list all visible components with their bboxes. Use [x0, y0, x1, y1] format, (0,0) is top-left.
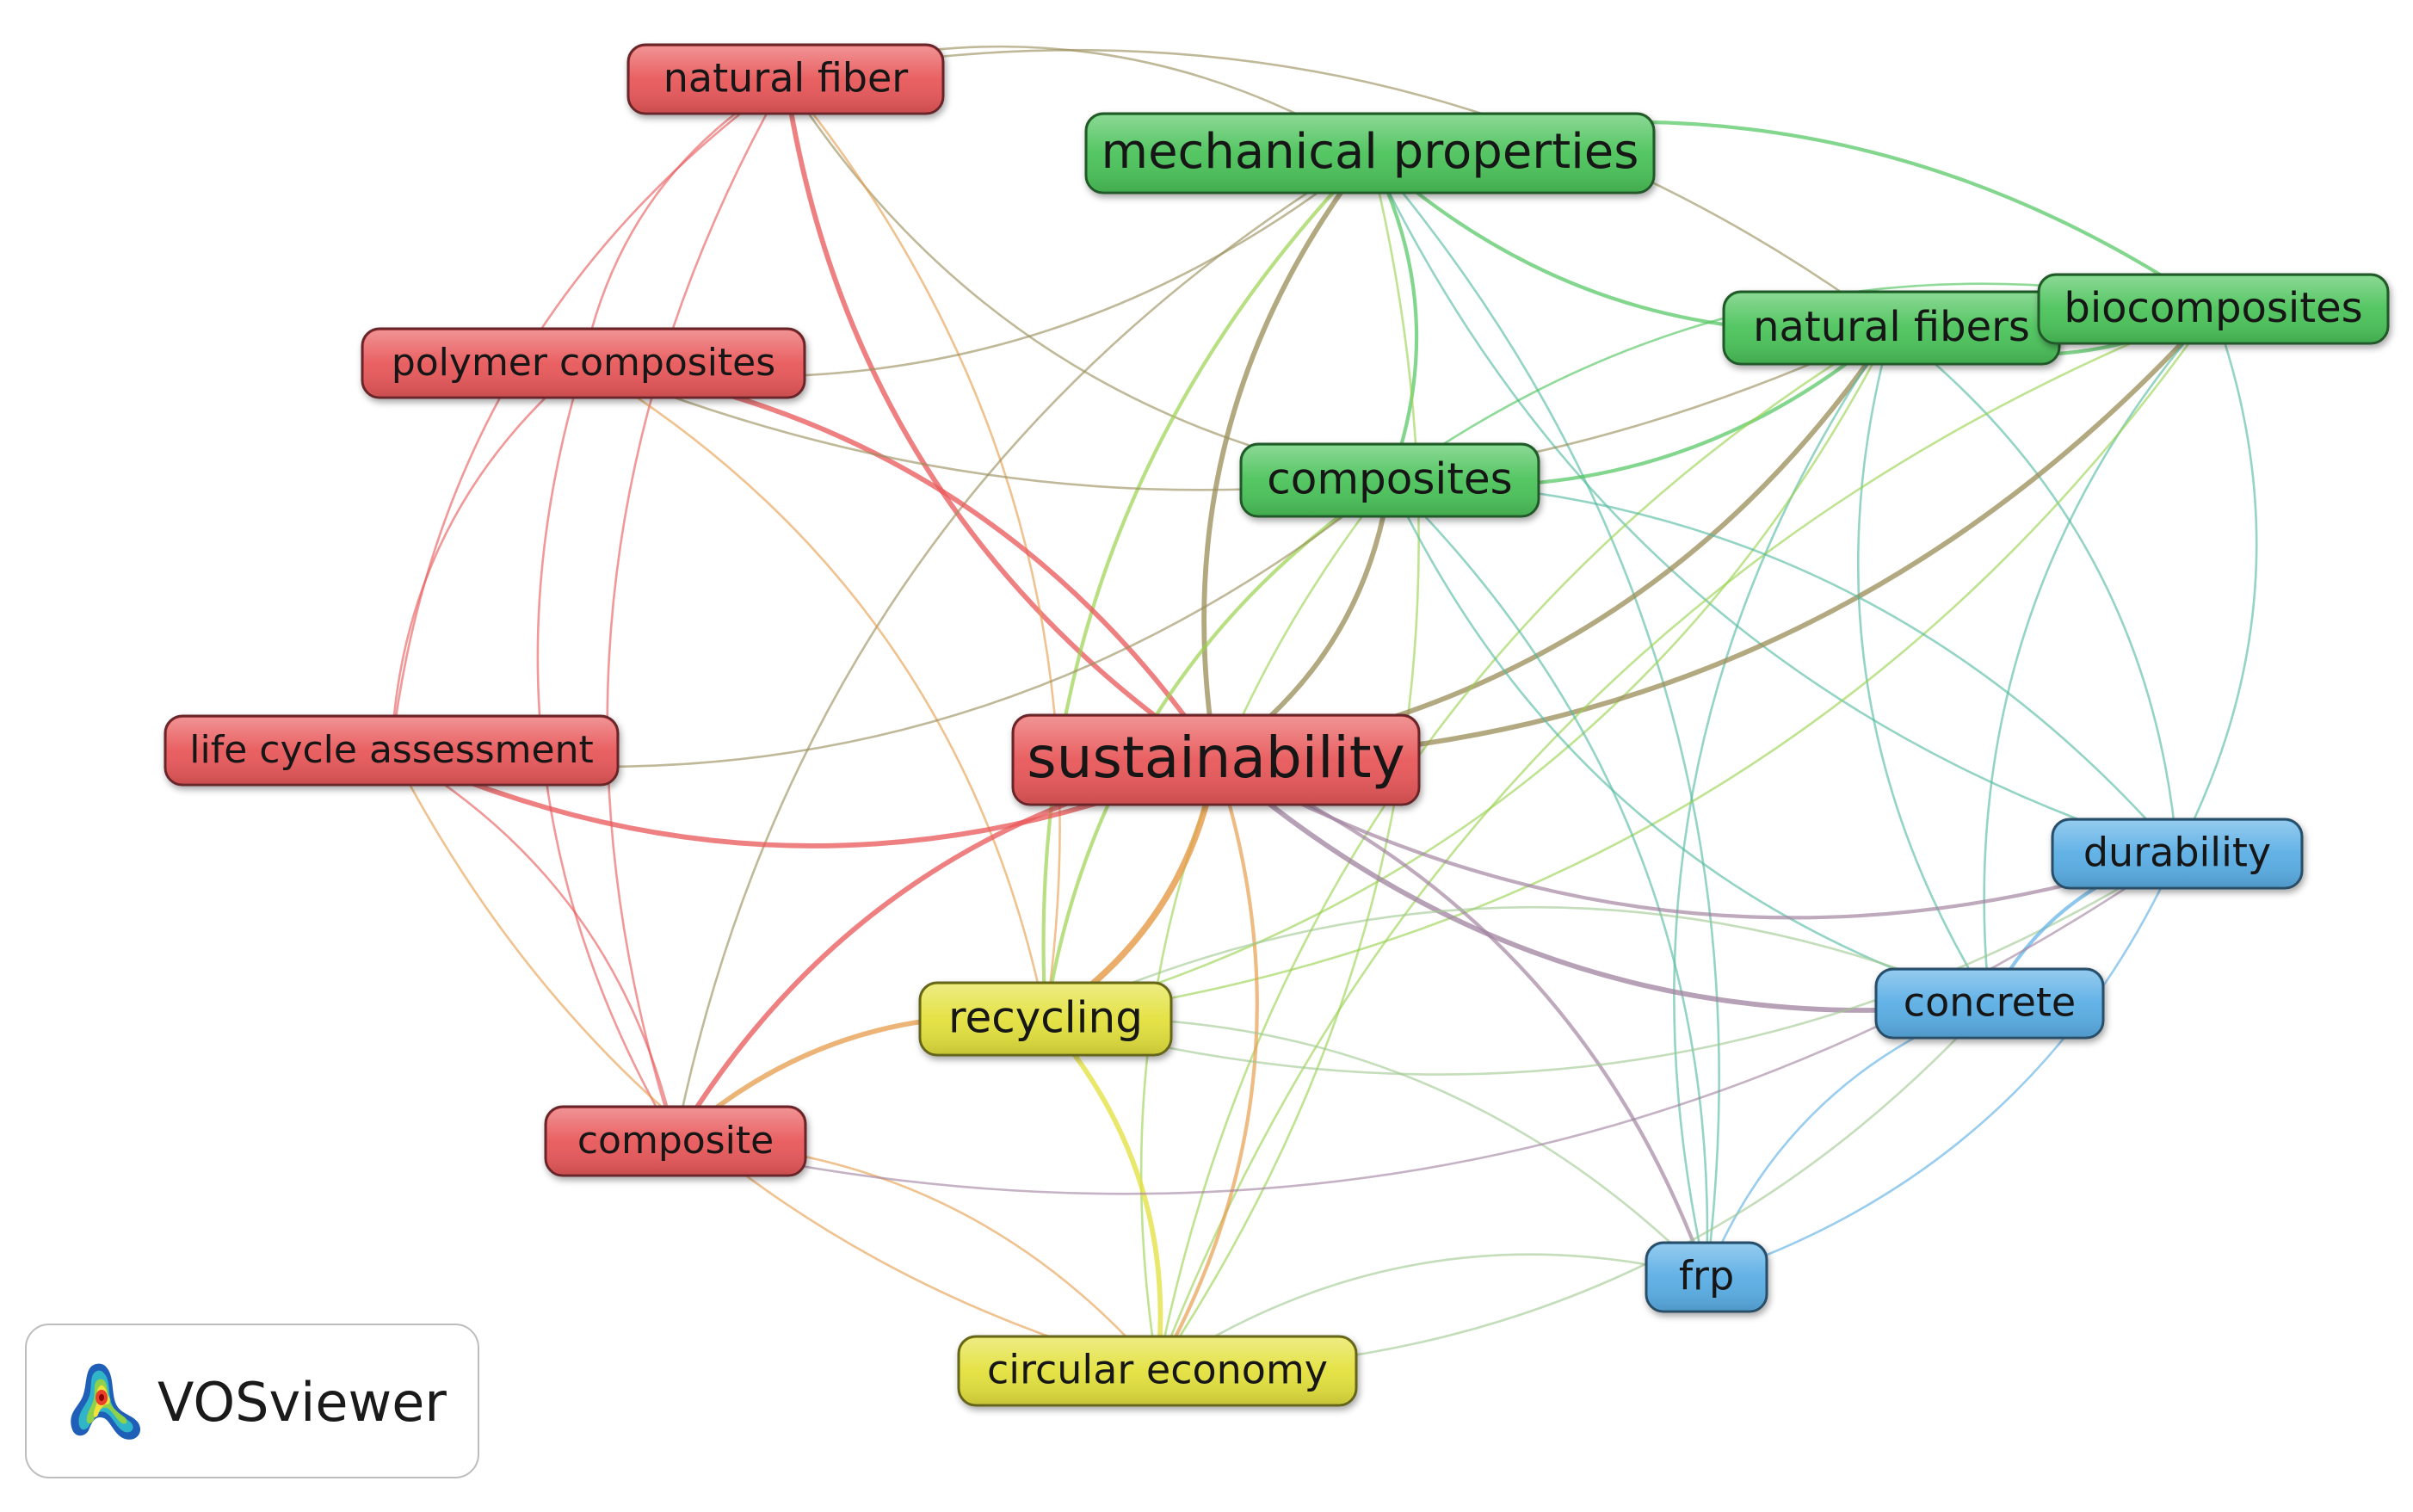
node-mechanical-properties-label: mechanical properties — [1102, 124, 1639, 180]
link-composites-frp[interactable] — [1388, 478, 1709, 1279]
link-composites-circular-economy[interactable] — [1139, 478, 1392, 1373]
link-polymer-composites-recycling[interactable] — [582, 361, 1047, 1021]
node-durability-label: durability — [2083, 830, 2271, 876]
link-sustainability-concrete[interactable] — [1213, 757, 1992, 1013]
node-natural-fiber-gloss — [630, 46, 941, 112]
link-natural-fibers-recycling[interactable] — [1044, 326, 1893, 1021]
vosviewer-logo-icon — [71, 1363, 141, 1440]
link-biocomposites-recycling[interactable] — [1044, 307, 2215, 1021]
node-composite-gloss — [547, 1108, 804, 1174]
nodes-layer: natural fiber mechanical properties polyme… — [164, 43, 2390, 1407]
node-composites-label: composites — [1267, 454, 1512, 504]
node-circular-economy-label: circular economy — [987, 1347, 1328, 1393]
node-polymer-composites[interactable]: polymer composites — [361, 327, 806, 399]
vosviewer-logo-box: VOSviewer — [25, 1324, 479, 1478]
link-recycling-circular-economy[interactable] — [1043, 1016, 1163, 1373]
link-natural-fibers-concrete[interactable] — [1856, 326, 1991, 1005]
link-recycling-frp[interactable] — [1044, 1016, 1708, 1279]
node-concrete-gloss — [1878, 971, 2101, 1036]
node-sustainability-label: sustainability — [1027, 725, 1404, 791]
node-recycling-gloss — [922, 984, 1169, 1053]
node-polymer-composites-label: polymer composites — [392, 341, 775, 385]
link-durability-frp[interactable] — [1705, 852, 2179, 1279]
link-circular-economy-frp[interactable] — [1156, 1253, 1708, 1373]
link-concrete-frp[interactable] — [1705, 1002, 1991, 1279]
node-composites-gloss — [1243, 446, 1537, 515]
link-natural-fiber-natural-fibers[interactable] — [784, 48, 1893, 330]
link-sustainability-composite[interactable] — [673, 757, 1219, 1144]
node-durability[interactable]: durability — [2051, 818, 2304, 890]
node-biocomposites-label: biocomposites — [2064, 284, 2362, 332]
node-frp-label: frp — [1679, 1253, 1734, 1299]
node-life-cycle-assessment-label: life cycle assessment — [189, 728, 594, 772]
node-natural-fiber[interactable]: natural fiber — [626, 43, 945, 115]
link-biocomposites-circular-economy[interactable] — [1156, 307, 2215, 1373]
link-recycling-concrete[interactable] — [1044, 905, 1991, 1021]
link-polymer-composites-life-cycle-assessment[interactable] — [390, 361, 585, 752]
link-natural-fibers-frp[interactable] — [1673, 326, 1893, 1279]
link-life-cycle-assessment-composite[interactable] — [390, 749, 677, 1143]
node-life-cycle-assessment[interactable]: life cycle assessment — [164, 714, 620, 787]
link-mechanical-properties-durability[interactable] — [1368, 151, 2179, 855]
node-recycling-label: recycling — [948, 993, 1143, 1043]
node-biocomposites[interactable]: biocomposites — [2037, 273, 2390, 345]
node-mechanical-properties[interactable]: mechanical properties — [1084, 112, 1656, 194]
link-natural-fiber-composite[interactable] — [606, 77, 787, 1143]
node-concrete-label: concrete — [1904, 979, 2076, 1026]
node-frp[interactable]: frp — [1645, 1241, 1768, 1313]
node-polymer-composites-gloss — [364, 330, 803, 396]
node-life-cycle-assessment-gloss — [167, 718, 616, 783]
link-biocomposites-concrete[interactable] — [1983, 307, 2215, 1005]
node-natural-fibers[interactable]: natural fibers — [1722, 290, 2061, 366]
link-mechanical-properties-sustainability[interactable] — [1201, 151, 1373, 762]
vosviewer-logo-text: VOSviewer — [157, 1371, 447, 1434]
link-sustainability-frp[interactable] — [1213, 757, 1709, 1280]
node-circular-economy[interactable]: circular economy — [957, 1335, 1358, 1407]
node-sustainability-gloss — [1015, 717, 1417, 803]
node-natural-fiber-label: natural fiber — [663, 55, 909, 102]
node-concrete[interactable]: concrete — [1874, 967, 2105, 1040]
node-frp-gloss — [1648, 1244, 1765, 1310]
link-natural-fiber-sustainability[interactable] — [783, 77, 1219, 762]
node-circular-economy-gloss — [960, 1338, 1355, 1404]
node-composite[interactable]: composite — [544, 1105, 807, 1177]
link-composites-durability[interactable] — [1388, 478, 2179, 855]
node-mechanical-properties-gloss — [1088, 115, 1652, 191]
link-recycling-durability[interactable] — [1044, 852, 2179, 1076]
node-composite-label: composite — [577, 1119, 774, 1163]
link-polymer-composites-natural-fiber[interactable] — [582, 77, 787, 365]
link-sustainability-circular-economy[interactable] — [1155, 757, 1259, 1373]
link-biocomposites-durability[interactable] — [2175, 307, 2258, 855]
node-composites[interactable]: composites — [1239, 442, 1540, 518]
node-recycling[interactable]: recycling — [918, 981, 1173, 1057]
node-durability-gloss — [2054, 821, 2300, 886]
link-mechanical-properties-composite[interactable] — [674, 151, 1372, 1143]
link-natural-fibers-durability[interactable] — [1890, 326, 2179, 855]
link-mechanical-properties-composites[interactable] — [1367, 151, 1419, 483]
link-mechanical-properties-recycling[interactable] — [1041, 151, 1373, 1021]
node-biocomposites-gloss — [2040, 276, 2386, 342]
node-natural-fibers-label: natural fibers — [1753, 303, 2030, 351]
link-sustainability-durability[interactable] — [1213, 757, 2180, 920]
node-sustainability[interactable]: sustainability — [1011, 713, 1421, 806]
link-natural-fiber-recycling[interactable] — [784, 77, 1061, 1021]
node-natural-fibers-gloss — [1725, 293, 2058, 362]
